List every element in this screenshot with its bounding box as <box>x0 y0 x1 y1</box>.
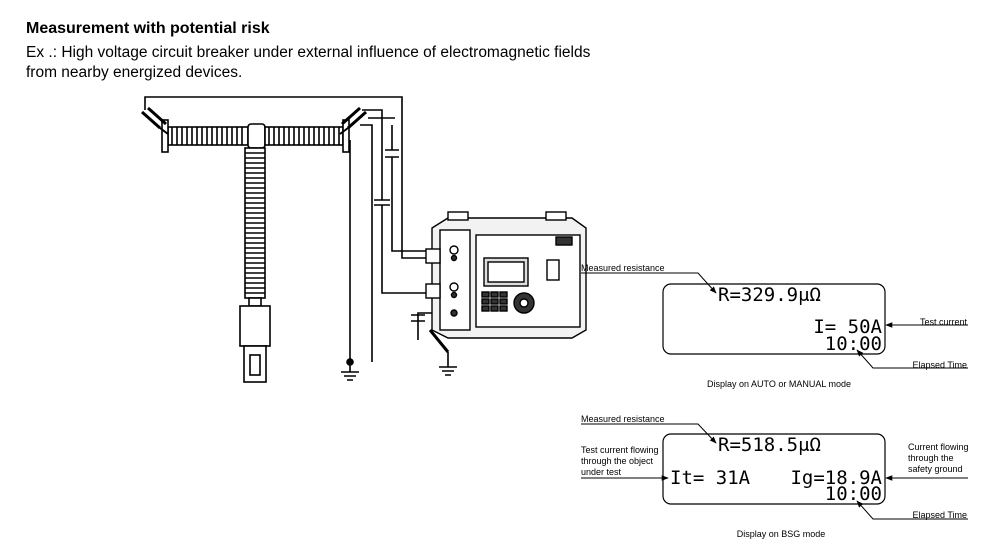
horizontal-insulator-right <box>264 126 344 146</box>
circuit-breaker-illustration <box>141 106 367 383</box>
left-terminal <box>161 119 169 153</box>
micro-ohmmeter-device <box>425 211 587 339</box>
bsg-it-reading: It= 31A <box>670 467 751 489</box>
ground-icon-right <box>439 366 457 376</box>
auto-time-reading: 10:00 <box>825 333 882 355</box>
bsg-label-ground-current-1: Current flowing <box>908 442 969 452</box>
bsg-label-ground-current-2: through the <box>908 453 954 463</box>
bsg-resistance-pointer <box>581 423 717 444</box>
device-keypad <box>481 291 508 312</box>
lead-left-current <box>144 96 440 259</box>
ground-clamp-icon <box>428 329 450 353</box>
auto-time-pointer <box>856 349 968 369</box>
ground-icon-left <box>341 365 359 381</box>
bsg-caption: Display on BSG mode <box>737 529 826 539</box>
test-leads <box>144 96 457 381</box>
bsg-label-resistance: Measured resistance <box>581 414 665 424</box>
auto-label-current: Test current <box>920 317 968 327</box>
bsg-label-time: Elapsed Time <box>912 510 967 520</box>
right-clamp-icon <box>339 106 367 135</box>
auto-current-reading: I= 50A <box>813 316 882 338</box>
left-clamp-icon <box>141 106 169 135</box>
auto-label-time: Elapsed Time <box>912 360 967 370</box>
bsg-time-pointer <box>856 500 968 520</box>
right-terminal <box>342 119 350 153</box>
subtitle-line-2: from nearby energized devices. <box>26 64 243 81</box>
vertical-insulator <box>244 147 266 299</box>
horizontal-insulator-left <box>167 126 249 146</box>
bsg-label-ground-current-3: safety ground <box>908 464 963 474</box>
lcd-display-bsg: R=518.5μΩ It= 31A Ig=18.9A 10:00 <box>662 433 886 505</box>
device-emergency-switch <box>546 259 560 281</box>
subtitle-line-1: Ex .: High voltage circuit breaker under… <box>26 44 591 61</box>
bsg-label-test-current-3: under test <box>581 467 622 477</box>
breaker-mechanism-box <box>239 305 271 347</box>
bsg-ig-reading: Ig=18.9A <box>790 467 882 489</box>
page-title: Measurement with potential risk <box>26 20 270 37</box>
page-subtitle: Ex .: High voltage circuit breaker under… <box>26 43 590 83</box>
lcd-display-auto: R=329.9μΩ I= 50A 10:00 <box>662 283 886 355</box>
auto-caption: Display on AUTO or MANUAL mode <box>707 379 851 389</box>
auto-resistance-pointer <box>581 272 717 294</box>
capacitor-symbol <box>374 199 390 206</box>
bsg-label-test-current-1: Test current flowing <box>581 445 659 455</box>
breaker-head <box>247 123 266 149</box>
auto-resistance-reading: R=329.9μΩ <box>718 284 821 306</box>
bsg-resistance-reading: R=518.5μΩ <box>718 434 821 456</box>
bsg-label-test-current-2: through the object <box>581 456 654 466</box>
lead-right-current <box>362 109 440 294</box>
auto-label-resistance: Measured resistance <box>581 263 665 273</box>
bsg-time-reading: 10:00 <box>825 483 882 505</box>
